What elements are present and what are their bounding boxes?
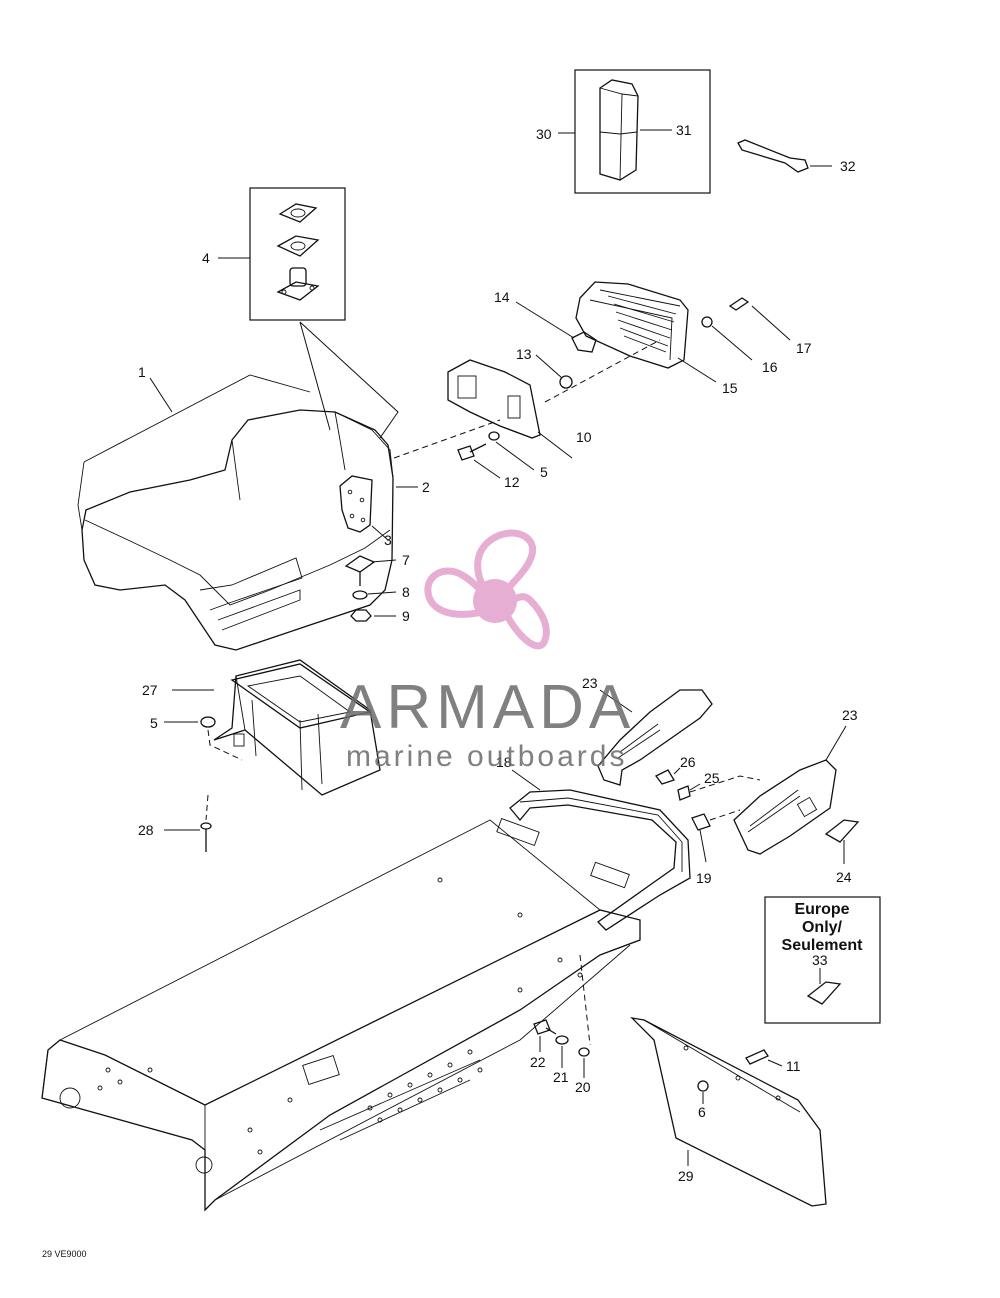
callout-17: 17 bbox=[796, 340, 812, 356]
kit-box-4 bbox=[249, 187, 346, 321]
callout-33: 33 bbox=[812, 952, 828, 968]
part-14-bulb bbox=[571, 331, 597, 353]
europe-note-line1: Europe bbox=[794, 901, 849, 918]
part-5-washer-top bbox=[488, 431, 500, 441]
callout-5-box: 5 bbox=[150, 715, 158, 731]
figure-reference: 29 VE9000 bbox=[42, 1249, 87, 1259]
callout-30: 30 bbox=[536, 126, 552, 142]
part-16-washer bbox=[701, 316, 713, 328]
part-5-washer-box bbox=[200, 716, 216, 728]
part-6-grommet bbox=[697, 1080, 709, 1092]
callout-20: 20 bbox=[575, 1079, 591, 1095]
callout-4: 4 bbox=[202, 250, 210, 266]
kit-box-30 bbox=[574, 69, 711, 194]
callout-3: 3 bbox=[384, 532, 392, 548]
callout-21: 21 bbox=[553, 1069, 569, 1085]
part-23-bumper-cap-right bbox=[733, 759, 837, 855]
part-24-reflector bbox=[824, 819, 860, 843]
callout-29: 29 bbox=[678, 1168, 694, 1184]
part-33-reflector bbox=[806, 981, 842, 1005]
leader-lines bbox=[149, 129, 847, 1166]
callout-15: 15 bbox=[722, 380, 738, 396]
callout-7: 7 bbox=[402, 552, 410, 568]
europe-note-line3: Seulement bbox=[782, 937, 864, 954]
part-1-seat bbox=[77, 374, 394, 651]
callout-11: 11 bbox=[786, 1058, 801, 1074]
callout-12: 12 bbox=[504, 474, 520, 490]
callout-18: 18 bbox=[496, 754, 512, 770]
callout-26: 26 bbox=[680, 754, 696, 770]
callout-19: 19 bbox=[696, 870, 712, 886]
callout-31: 31 bbox=[676, 122, 692, 138]
callout-1: 1 bbox=[138, 364, 146, 380]
part-21-washer bbox=[555, 1035, 569, 1045]
callout-6: 6 bbox=[698, 1104, 706, 1120]
callout-10: 10 bbox=[576, 429, 592, 445]
part-7-clip bbox=[344, 555, 376, 586]
callout-8: 8 bbox=[402, 584, 410, 600]
callout-22: 22 bbox=[530, 1054, 546, 1070]
callout-32: 32 bbox=[840, 158, 856, 174]
part-17-screw bbox=[728, 297, 750, 311]
callout-24: 24 bbox=[836, 869, 852, 885]
europe-only-box bbox=[764, 896, 881, 1024]
part-12-screw bbox=[457, 443, 487, 461]
callout-25: 25 bbox=[704, 770, 720, 786]
callout-13: 13 bbox=[516, 346, 532, 362]
part-28-rivet bbox=[200, 822, 212, 852]
callout-14: 14 bbox=[494, 289, 510, 305]
part-32-hook bbox=[737, 139, 809, 173]
callout-9: 9 bbox=[402, 608, 410, 624]
part-15-taillight-lens bbox=[575, 281, 689, 369]
watermark-brand: ARMADA bbox=[340, 673, 635, 742]
callout-5-top: 5 bbox=[540, 464, 548, 480]
callouts: 30 31 32 4 14 17 13 16 1 15 10 5 12 2 3 … bbox=[138, 122, 858, 1184]
part-18-grab-handle bbox=[509, 789, 691, 931]
part-3-bracket bbox=[339, 475, 373, 533]
part-10-taillight-housing bbox=[447, 359, 541, 439]
part-29-snowflap bbox=[630, 1017, 827, 1207]
part-19-screw bbox=[691, 813, 711, 831]
part-27-storage-box bbox=[213, 659, 381, 796]
part-9-nut bbox=[350, 609, 372, 622]
part-25-nut bbox=[677, 785, 691, 801]
callout-2: 2 bbox=[422, 479, 430, 495]
part-11-rivet bbox=[745, 1049, 769, 1065]
part-26-screw bbox=[655, 769, 675, 785]
part-2-cowl-edge bbox=[334, 411, 394, 479]
part-31-touchup-stick bbox=[599, 79, 639, 181]
callout-23-left: 23 bbox=[582, 675, 598, 691]
callout-27: 27 bbox=[142, 682, 158, 698]
part-4-switch-kit bbox=[276, 203, 320, 301]
part-22-bolt bbox=[533, 1019, 557, 1035]
europe-note-line2: Only/ bbox=[802, 919, 843, 936]
part-23-bumper-cap-left bbox=[597, 689, 713, 786]
callout-28: 28 bbox=[138, 822, 154, 838]
chassis-tunnel bbox=[41, 818, 641, 1212]
part-13-screw bbox=[559, 375, 573, 389]
part-8-washer bbox=[352, 590, 368, 600]
watermark-tagline: marine outboards bbox=[346, 740, 627, 773]
callout-23-right: 23 bbox=[842, 707, 858, 723]
callout-16: 16 bbox=[762, 359, 778, 375]
part-20-nut bbox=[578, 1047, 590, 1057]
propeller-logo bbox=[424, 529, 550, 650]
